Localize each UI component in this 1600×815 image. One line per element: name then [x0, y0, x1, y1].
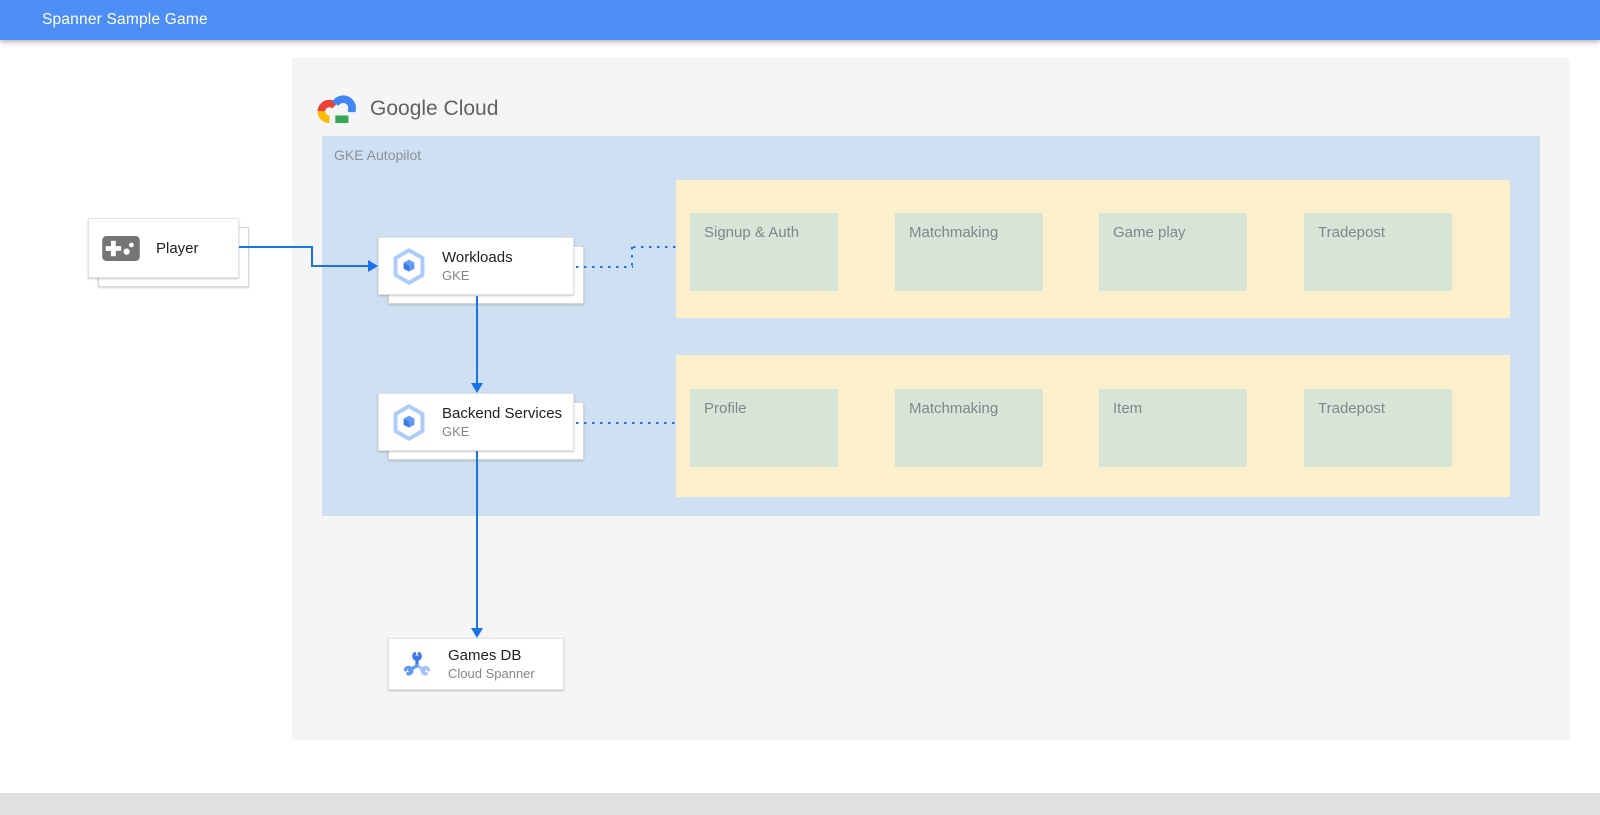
service-label: Signup & Auth [704, 224, 800, 241]
node-backend-services: Backend Services GKE [378, 393, 574, 451]
service-box-item: Item [1099, 389, 1247, 467]
dotted-workloads-to-band-v [631, 247, 633, 268]
gke-hexagon-icon [392, 403, 426, 441]
service-box-tradepost-top: Tradepost [1304, 213, 1452, 291]
google-cloud-wordmark: Google Cloud [370, 97, 499, 120]
service-box-signup-auth: Signup & Auth [690, 213, 838, 291]
workloads-title: Workloads [442, 249, 513, 266]
arrowhead-into-backend [471, 383, 483, 393]
service-box-game-play: Game play [1099, 213, 1247, 291]
backend-title: Backend Services [442, 405, 563, 422]
service-label: Item [1113, 400, 1143, 417]
node-workloads: Workloads GKE [378, 237, 574, 295]
google-cloud-logo: Google Cloud [315, 90, 498, 128]
dotted-backend-to-band [576, 422, 676, 424]
footer-bar [0, 793, 1600, 815]
google-cloud-icon [315, 89, 359, 130]
workloads-subtitle: GKE [442, 268, 470, 283]
node-games-db: Games DB Cloud Spanner [388, 638, 564, 690]
backend-services-band: Profile Matchmaking Item Tradepost [676, 355, 1510, 497]
gamesdb-title: Games DB [448, 647, 522, 664]
service-box-matchmaking-top: Matchmaking [895, 213, 1043, 291]
spanner-wrench-icon [402, 648, 432, 681]
dotted-workloads-to-band-h1 [576, 266, 633, 268]
service-label: Tradepost [1318, 224, 1385, 241]
service-box-profile: Profile [690, 389, 838, 467]
connector-player-to-workloads-h2 [311, 265, 369, 267]
app-title: Spanner Sample Game [42, 11, 208, 28]
gke-hexagon-icon [392, 247, 426, 285]
service-box-tradepost-bottom: Tradepost [1304, 389, 1452, 467]
player-title: Player [156, 239, 199, 257]
backend-subtitle: GKE [442, 424, 470, 439]
service-label: Profile [704, 400, 747, 417]
gke-autopilot-label: GKE Autopilot [334, 147, 422, 163]
service-label: Matchmaking [909, 224, 999, 241]
connector-workloads-to-backend [476, 296, 478, 384]
service-label: Game play [1113, 224, 1186, 241]
app-header: Spanner Sample Game [0, 0, 1600, 40]
gamepad-icon [102, 235, 140, 261]
service-label: Matchmaking [909, 400, 999, 417]
connector-backend-to-gamesdb [476, 451, 478, 629]
dotted-workloads-to-band-h2 [633, 246, 676, 248]
service-box-matchmaking-bottom: Matchmaking [895, 389, 1043, 467]
workloads-services-band: Signup & Auth Matchmaking Game play Trad… [676, 180, 1510, 318]
arrowhead-into-workloads [368, 260, 378, 272]
service-label: Tradepost [1318, 400, 1385, 417]
connector-player-to-workloads-h1 [239, 246, 313, 248]
node-player: Player [88, 218, 239, 278]
gamesdb-subtitle: Cloud Spanner [448, 666, 535, 681]
connector-player-to-workloads-v [311, 246, 313, 267]
arrowhead-into-gamesdb [471, 628, 483, 638]
